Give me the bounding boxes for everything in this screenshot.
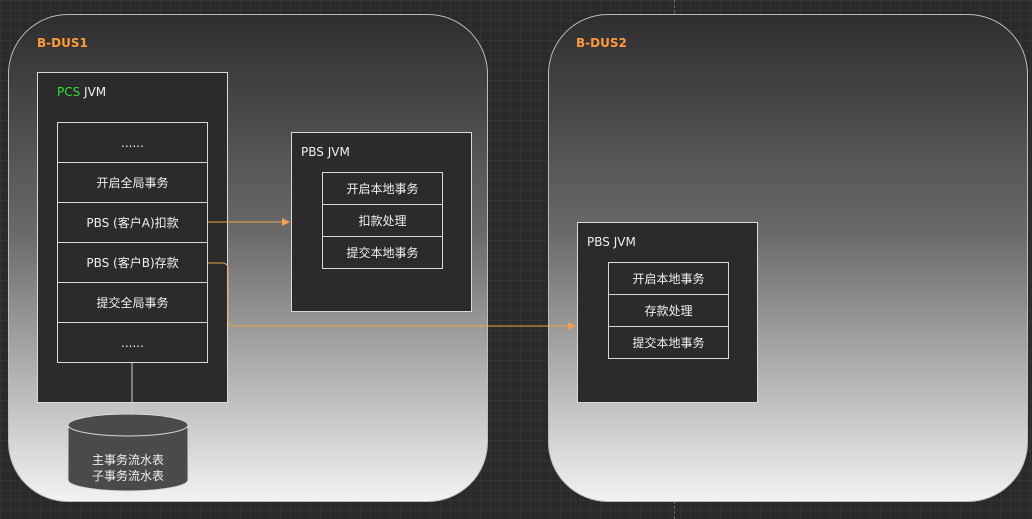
- database-cylinder: [67, 413, 189, 492]
- zone-b-dus1-title: B-DUS1: [37, 36, 88, 50]
- pbs1-step-debit-process: 扣款处理: [322, 204, 443, 237]
- database-label-sub-tx-log: 子事务流水表: [91, 469, 164, 483]
- pbs1-step-begin-local-tx: 开启本地事务: [322, 172, 443, 205]
- pbs-jvm-1-title: PBS JVM: [301, 145, 350, 159]
- pbs1-step-commit-local-tx: 提交本地事务: [322, 236, 443, 269]
- pbs-jvm-2-title: PBS JVM: [587, 235, 636, 249]
- pcs-step-begin-global-tx: 开启全局事务: [57, 162, 208, 203]
- pcs-step-debit-customer-a: PBS (客户A)扣款: [57, 202, 208, 243]
- pcs-step-start-ellipsis: ......: [57, 122, 208, 163]
- arrow-deposit-to-pbs2: [208, 262, 576, 330]
- pbs2-step-commit-local-tx: 提交本地事务: [608, 326, 729, 359]
- pcs-jvm-title: PCS JVM: [57, 85, 106, 99]
- pcs-step-commit-global-tx: 提交全局事务: [57, 282, 208, 323]
- pbs2-step-deposit-process: 存款处理: [608, 294, 729, 327]
- pcs-label: PCS: [57, 85, 81, 99]
- pbs2-step-begin-local-tx: 开启本地事务: [608, 262, 729, 295]
- zone-b-dus2-title: B-DUS2: [576, 36, 627, 50]
- pcs-step-deposit-customer-b: PBS (客户B)存款: [57, 242, 208, 283]
- pcs-step-end-ellipsis: ......: [57, 322, 208, 363]
- jvm-label: JVM: [80, 85, 107, 99]
- database-label-main-tx-log: 主事务流水表: [91, 453, 164, 467]
